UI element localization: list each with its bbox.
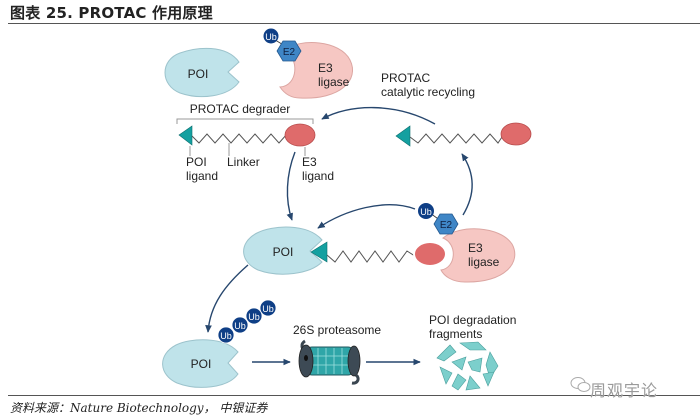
ternary-ub-circle: [418, 203, 434, 219]
ub-chain-label: Ub: [248, 312, 260, 322]
linker-label: Linker: [227, 155, 260, 169]
arrow-recycling-to-degrader: [321, 106, 436, 125]
degradation-fragments: POI degradation fragments: [429, 313, 516, 391]
fragment: [439, 366, 453, 385]
recycled-poi-ligand: [395, 125, 411, 147]
ub-chain-bead: Ub: [217, 326, 235, 344]
e2-shape: [276, 40, 302, 62]
protac-recycling: PROTAC catalytic recycling: [381, 71, 532, 147]
proteasome-cap-right: [347, 345, 361, 377]
proteasome-label: 26S proteasome: [293, 323, 381, 337]
ternary-e3-ligase-shape: [440, 228, 516, 283]
e2-hexagon: E2: [276, 40, 302, 62]
recycled-linker: [409, 133, 503, 144]
poi-shape: [164, 47, 240, 98]
ub-poi-shape: [162, 339, 239, 388]
e3-label-line2: ligase: [318, 75, 350, 89]
fragment: [467, 357, 483, 373]
ternary-poi-shape: [243, 226, 323, 275]
fragment: [465, 375, 481, 391]
arrow-ub-transfer: [317, 204, 416, 229]
fragment: [482, 371, 495, 387]
ub-circle: [263, 28, 279, 44]
arrow-ternary-to-ubiquitinated: [205, 264, 249, 333]
watermark: 周观宇论: [590, 381, 659, 400]
degrader-bracket: [176, 118, 314, 124]
e2-label: E2: [283, 47, 296, 58]
wechat-icon: [570, 377, 591, 392]
arrow-ternary-to-recycling: [461, 153, 473, 216]
source-note: 资料来源：Nature Biotechnology， 中银证券: [10, 401, 268, 415]
ub-chain-label: Ub: [234, 321, 246, 331]
ternary-e2-shape: [433, 213, 459, 235]
ub-poi-label: POI: [191, 357, 212, 371]
ternary-poi-label: POI: [273, 245, 294, 259]
ubiquitinated-poi: POI Ub Ub Ub Ub: [162, 299, 277, 388]
ternary-e3-ligand: [413, 241, 447, 267]
arrow-degrader-to-ternary: [286, 151, 296, 221]
proteasome-rings: [310, 348, 352, 374]
figure-title: 图表 25. PROTAC 作用原理: [10, 4, 213, 22]
poi-ligand-label-2: ligand: [186, 169, 218, 183]
fragments-label-1: POI degradation: [429, 313, 516, 327]
ternary-e2-hexagon: E2: [433, 213, 459, 235]
recycled-e3-ligand: [500, 122, 532, 146]
recycling-label-2: catalytic recycling: [381, 85, 475, 99]
recycling-label-1: PROTAC: [381, 71, 430, 85]
poi-ligand-triangle: [178, 125, 193, 146]
ub-chain: Ub Ub Ub Ub: [217, 299, 277, 344]
linker-zigzag: [191, 133, 288, 144]
ub-bead: Ub: [263, 28, 279, 44]
footer-divider: [8, 395, 700, 396]
e3-ligand-label-2: ligand: [302, 169, 334, 183]
degrader-bracket-label: PROTAC degrader: [190, 102, 290, 116]
ternary-linker: [326, 250, 419, 263]
ub-chain-bead: Ub: [245, 307, 263, 325]
free-e3-ligase: E3 ligase Ub E2: [263, 28, 353, 99]
protac-degrader: PROTAC degrader POI ligand Linker E3 lig…: [176, 102, 334, 183]
ub-chain-label: Ub: [262, 304, 274, 314]
poi-label: POI: [188, 67, 209, 81]
ternary-e3-label-1: E3: [468, 241, 483, 255]
e3-label-line1: E3: [318, 61, 333, 75]
fragment: [451, 356, 467, 371]
ternary-e2-label: E2: [440, 220, 453, 231]
proteasome-opening: [304, 355, 308, 361]
title-divider: [8, 23, 700, 24]
fragments-label-2: fragments: [429, 327, 482, 341]
fragment: [459, 341, 487, 351]
ternary-poi-ligand: [310, 241, 328, 263]
e3-ligand-ellipse: [284, 123, 316, 147]
proteasome: 26S proteasome: [293, 323, 381, 385]
proteasome-cap-right-stem: [351, 373, 360, 385]
ub-label: Ub: [265, 32, 277, 42]
fragment: [451, 373, 467, 391]
fragment: [436, 344, 457, 362]
poi-ligand-label-1: POI: [186, 155, 207, 169]
ub-chain-bead: Ub: [231, 316, 249, 334]
ub-chain-bead: Ub: [259, 299, 277, 317]
free-poi: POI: [164, 47, 240, 98]
ub-chain-label: Ub: [220, 331, 232, 341]
ternary-e3-label-2: ligase: [468, 255, 500, 269]
ternary-complex: POI E3 ligase Ub E2: [243, 203, 516, 283]
ternary-ub-label: Ub: [420, 207, 432, 217]
ternary-ub-bead: Ub: [418, 203, 434, 219]
e3-ligand-label-1: E3: [302, 155, 317, 169]
